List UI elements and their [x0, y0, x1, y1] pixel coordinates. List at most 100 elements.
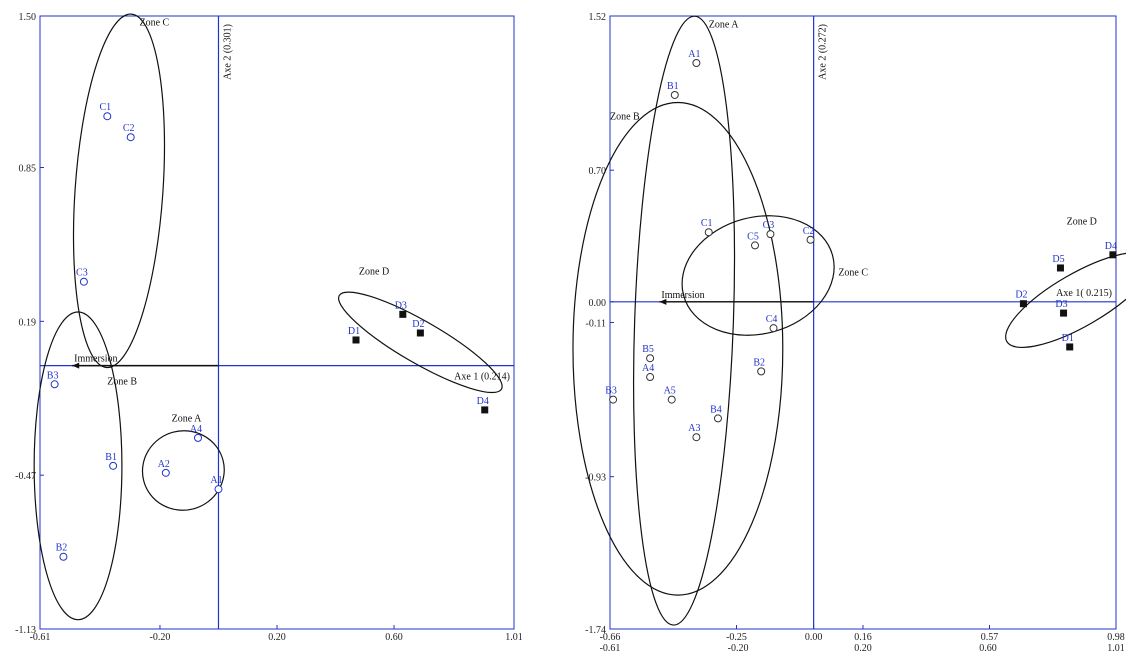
right-point-label-A3: A3: [688, 423, 700, 434]
left-zone-ellipse: [33, 311, 123, 621]
left-zone-label: Zone B: [107, 376, 137, 387]
right-immersion-label: Immersion: [661, 290, 704, 301]
right-point-C5: [751, 241, 760, 250]
right-point-B1: [670, 90, 679, 99]
right-point-D2: [1019, 300, 1027, 308]
right-x-tick-label: 0.98: [1107, 632, 1125, 643]
right-y-tick-label: -0.93: [585, 473, 606, 484]
left-point-label-C3: C3: [76, 268, 88, 279]
left-point-label-C1: C1: [99, 102, 111, 113]
left-axis1-label: Axe 1 (0.214): [454, 372, 510, 383]
left-point-label-D1: D1: [348, 326, 360, 337]
left-point-A1: [214, 485, 223, 494]
right-point-label-C4: C4: [766, 314, 778, 325]
right-axis2-label: Axe 2 (0.272): [818, 24, 829, 80]
left-zone-ellipse: [72, 13, 166, 369]
right-zone-label: Zone D: [1067, 217, 1097, 228]
right-point-label-B5: B5: [642, 344, 654, 355]
right-x-tick-label: 0.00: [805, 632, 823, 643]
left-immersion-arrowhead: [72, 362, 80, 369]
right-zone-label: Zone B: [610, 111, 640, 122]
right-point-D5: [1056, 264, 1064, 272]
left-point-label-B3: B3: [47, 370, 59, 381]
left-point-label-A4: A4: [190, 424, 202, 435]
right-point-B2: [757, 367, 766, 376]
right-point-A3: [692, 433, 701, 442]
left-point-label-D3: D3: [395, 300, 407, 311]
right-point-C3: [766, 230, 775, 239]
right-x-tick-label-lower: -0.61: [600, 643, 621, 654]
left-zone-ellipse: [141, 430, 225, 511]
right-plot-frame: [609, 15, 1117, 630]
right-x-tick-label-lower: 0.20: [854, 643, 872, 654]
right-point-label-D4: D4: [1105, 241, 1117, 252]
left-point-D3: [399, 310, 407, 318]
left-y-tick-label: -1.13: [15, 625, 36, 636]
right-point-B4: [713, 414, 722, 423]
right-point-label-D5: D5: [1052, 254, 1064, 265]
left-point-A2: [161, 468, 170, 477]
right-y-tick-label: 1.52: [589, 12, 607, 23]
left-x-tick-label: -0.20: [150, 632, 171, 643]
left-immersion-label: Immersion: [74, 354, 117, 365]
left-y-tick-label: 0.85: [19, 164, 37, 175]
left-point-C3: [79, 277, 88, 286]
right-immersion-arrowhead: [659, 298, 667, 305]
left-y-tick-label: 1.50: [19, 12, 37, 23]
left-point-B2: [59, 552, 68, 561]
left-point-D4: [481, 406, 489, 414]
right-point-B5: [646, 354, 655, 363]
left-zone-label: Zone D: [359, 267, 389, 278]
right-point-label-B2: B2: [753, 357, 765, 368]
left-point-B1: [109, 461, 118, 470]
right-x-tick-label-lower: 1.01: [1107, 643, 1125, 654]
right-y-tick-label: 0.70: [589, 166, 607, 177]
left-x-tick-label: 1.01: [505, 632, 523, 643]
right-point-label-A4: A4: [642, 363, 654, 374]
left-point-label-A2: A2: [158, 459, 170, 470]
right-point-A1: [692, 59, 701, 68]
left-y-tick-label: 0.19: [19, 317, 37, 328]
left-x-tick-label: 0.60: [385, 632, 403, 643]
right-zone-label: Zone C: [838, 267, 868, 278]
right-x-tick-label-lower: -0.20: [728, 643, 749, 654]
right-x-tick-label-lower: 0.60: [979, 643, 997, 654]
left-x-tick-label: 0.20: [268, 632, 286, 643]
right-point-D4: [1109, 251, 1117, 259]
right-point-label-A1: A1: [688, 49, 700, 60]
right-point-B3: [609, 395, 618, 404]
left-point-B3: [50, 380, 59, 389]
right-point-label-D2: D2: [1015, 290, 1027, 301]
right-point-A5: [667, 395, 676, 404]
right-point-label-B3: B3: [605, 386, 617, 397]
left-point-label-C2: C2: [123, 123, 135, 134]
right-y-tick-label: -1.74: [585, 625, 606, 636]
right-point-label-C5: C5: [747, 231, 759, 242]
left-point-C2: [126, 133, 135, 142]
left-point-label-A1: A1: [210, 475, 222, 486]
right-zone-ellipse: [572, 101, 784, 596]
left-axis2-label: Axe 2 (0.301): [222, 24, 233, 80]
right-zone-ellipse: [1005, 251, 1126, 349]
right-point-label-D3: D3: [1055, 299, 1067, 310]
right-y-tick-label: -0.11: [586, 319, 606, 330]
right-zone-ellipse: [632, 15, 736, 626]
right-point-D3: [1060, 309, 1068, 317]
left-zone-ellipse: [338, 291, 503, 394]
right-point-label-C3: C3: [763, 220, 775, 231]
right-point-A4: [646, 373, 655, 382]
right-point-label-B1: B1: [667, 81, 679, 92]
left-point-label-B1: B1: [105, 452, 117, 463]
right-point-label-C2: C2: [803, 226, 815, 237]
right-x-tick-label: -0.66: [600, 632, 621, 643]
left-y-tick-label: -0.47: [15, 471, 36, 482]
left-point-label-B2: B2: [56, 543, 68, 554]
right-point-C4: [769, 324, 778, 333]
left-point-C1: [103, 112, 112, 121]
right-point-label-A5: A5: [664, 386, 676, 397]
left-zone-label: Zone A: [172, 414, 202, 425]
left-point-D2: [416, 329, 424, 337]
left-point-D1: [352, 336, 360, 344]
